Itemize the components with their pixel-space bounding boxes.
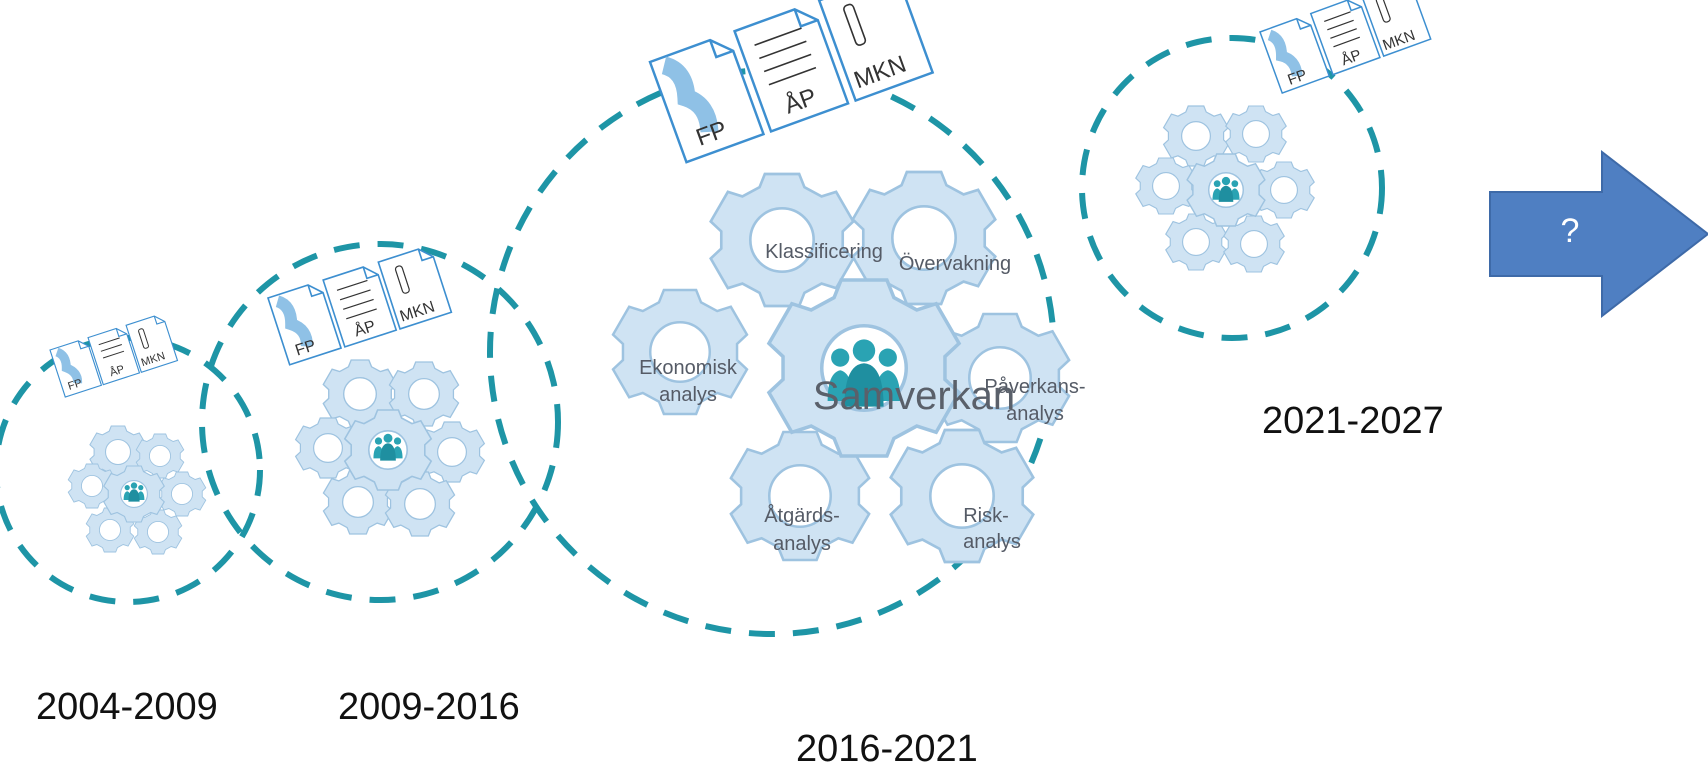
group-2021-2027: FP ÅP MKN <box>1135 0 1432 273</box>
group-2004-2009: FP ÅP MKN <box>49 312 207 555</box>
gear-labels: Klassificering Övervakning Ekonomisk ana… <box>639 241 1085 555</box>
period-label-2016-2021: 2016-2021 <box>796 728 978 770</box>
label-overvakning: Övervakning <box>899 253 1011 275</box>
label-paverkans-1: Påverkans- <box>984 376 1085 398</box>
label-risk-1: Risk- <box>963 505 1009 527</box>
period-label-2004-2009: 2004-2009 <box>36 686 218 728</box>
label-samverkan: Samverkan <box>813 374 1015 418</box>
label-ekonomisk-1: Ekonomisk <box>639 357 738 379</box>
doc-fp-label: FP <box>67 377 84 393</box>
group-2009-2016: FP ÅP MKN <box>267 244 485 537</box>
documents-large: FP ÅP MKN <box>648 0 934 164</box>
arrow-icon <box>1489 149 1708 319</box>
gear-klassificering <box>709 172 855 308</box>
documents-small-2: FP ÅP MKN <box>267 244 453 366</box>
gear-cluster-4 <box>1135 105 1315 273</box>
doc-fp-label: FP <box>1285 66 1309 89</box>
period-label-2009-2016: 2009-2016 <box>338 686 520 728</box>
label-risk-2: analys <box>963 531 1021 553</box>
documents-small-1: FP ÅP MKN <box>49 312 179 398</box>
gear-cluster-2 <box>295 359 485 537</box>
circle-2009-2016 <box>199 241 561 603</box>
label-klassificering: Klassificering <box>765 241 883 263</box>
next-arrow <box>1489 149 1708 319</box>
gear-cluster-1 <box>67 425 207 555</box>
period-label-2021-2027: 2021-2027 <box>1262 400 1444 442</box>
doc-ap-label: ÅP <box>108 362 126 379</box>
label-atgards-2: analys <box>773 533 831 555</box>
documents-medium: FP ÅP MKN <box>1259 0 1432 94</box>
label-ekonomisk-2: analys <box>659 384 717 406</box>
circle-2021-2027 <box>1079 35 1385 341</box>
label-atgards-1: Åtgärds- <box>764 504 840 527</box>
arrow-label: ? <box>1560 212 1580 250</box>
doc-fp-label: FP <box>293 337 318 359</box>
doc-ap-label: ÅP <box>1339 46 1364 69</box>
label-paverkans-2: analys <box>1006 403 1064 425</box>
group-2016-2021: FP ÅP MKN Klassificering Övervak <box>611 0 1086 564</box>
